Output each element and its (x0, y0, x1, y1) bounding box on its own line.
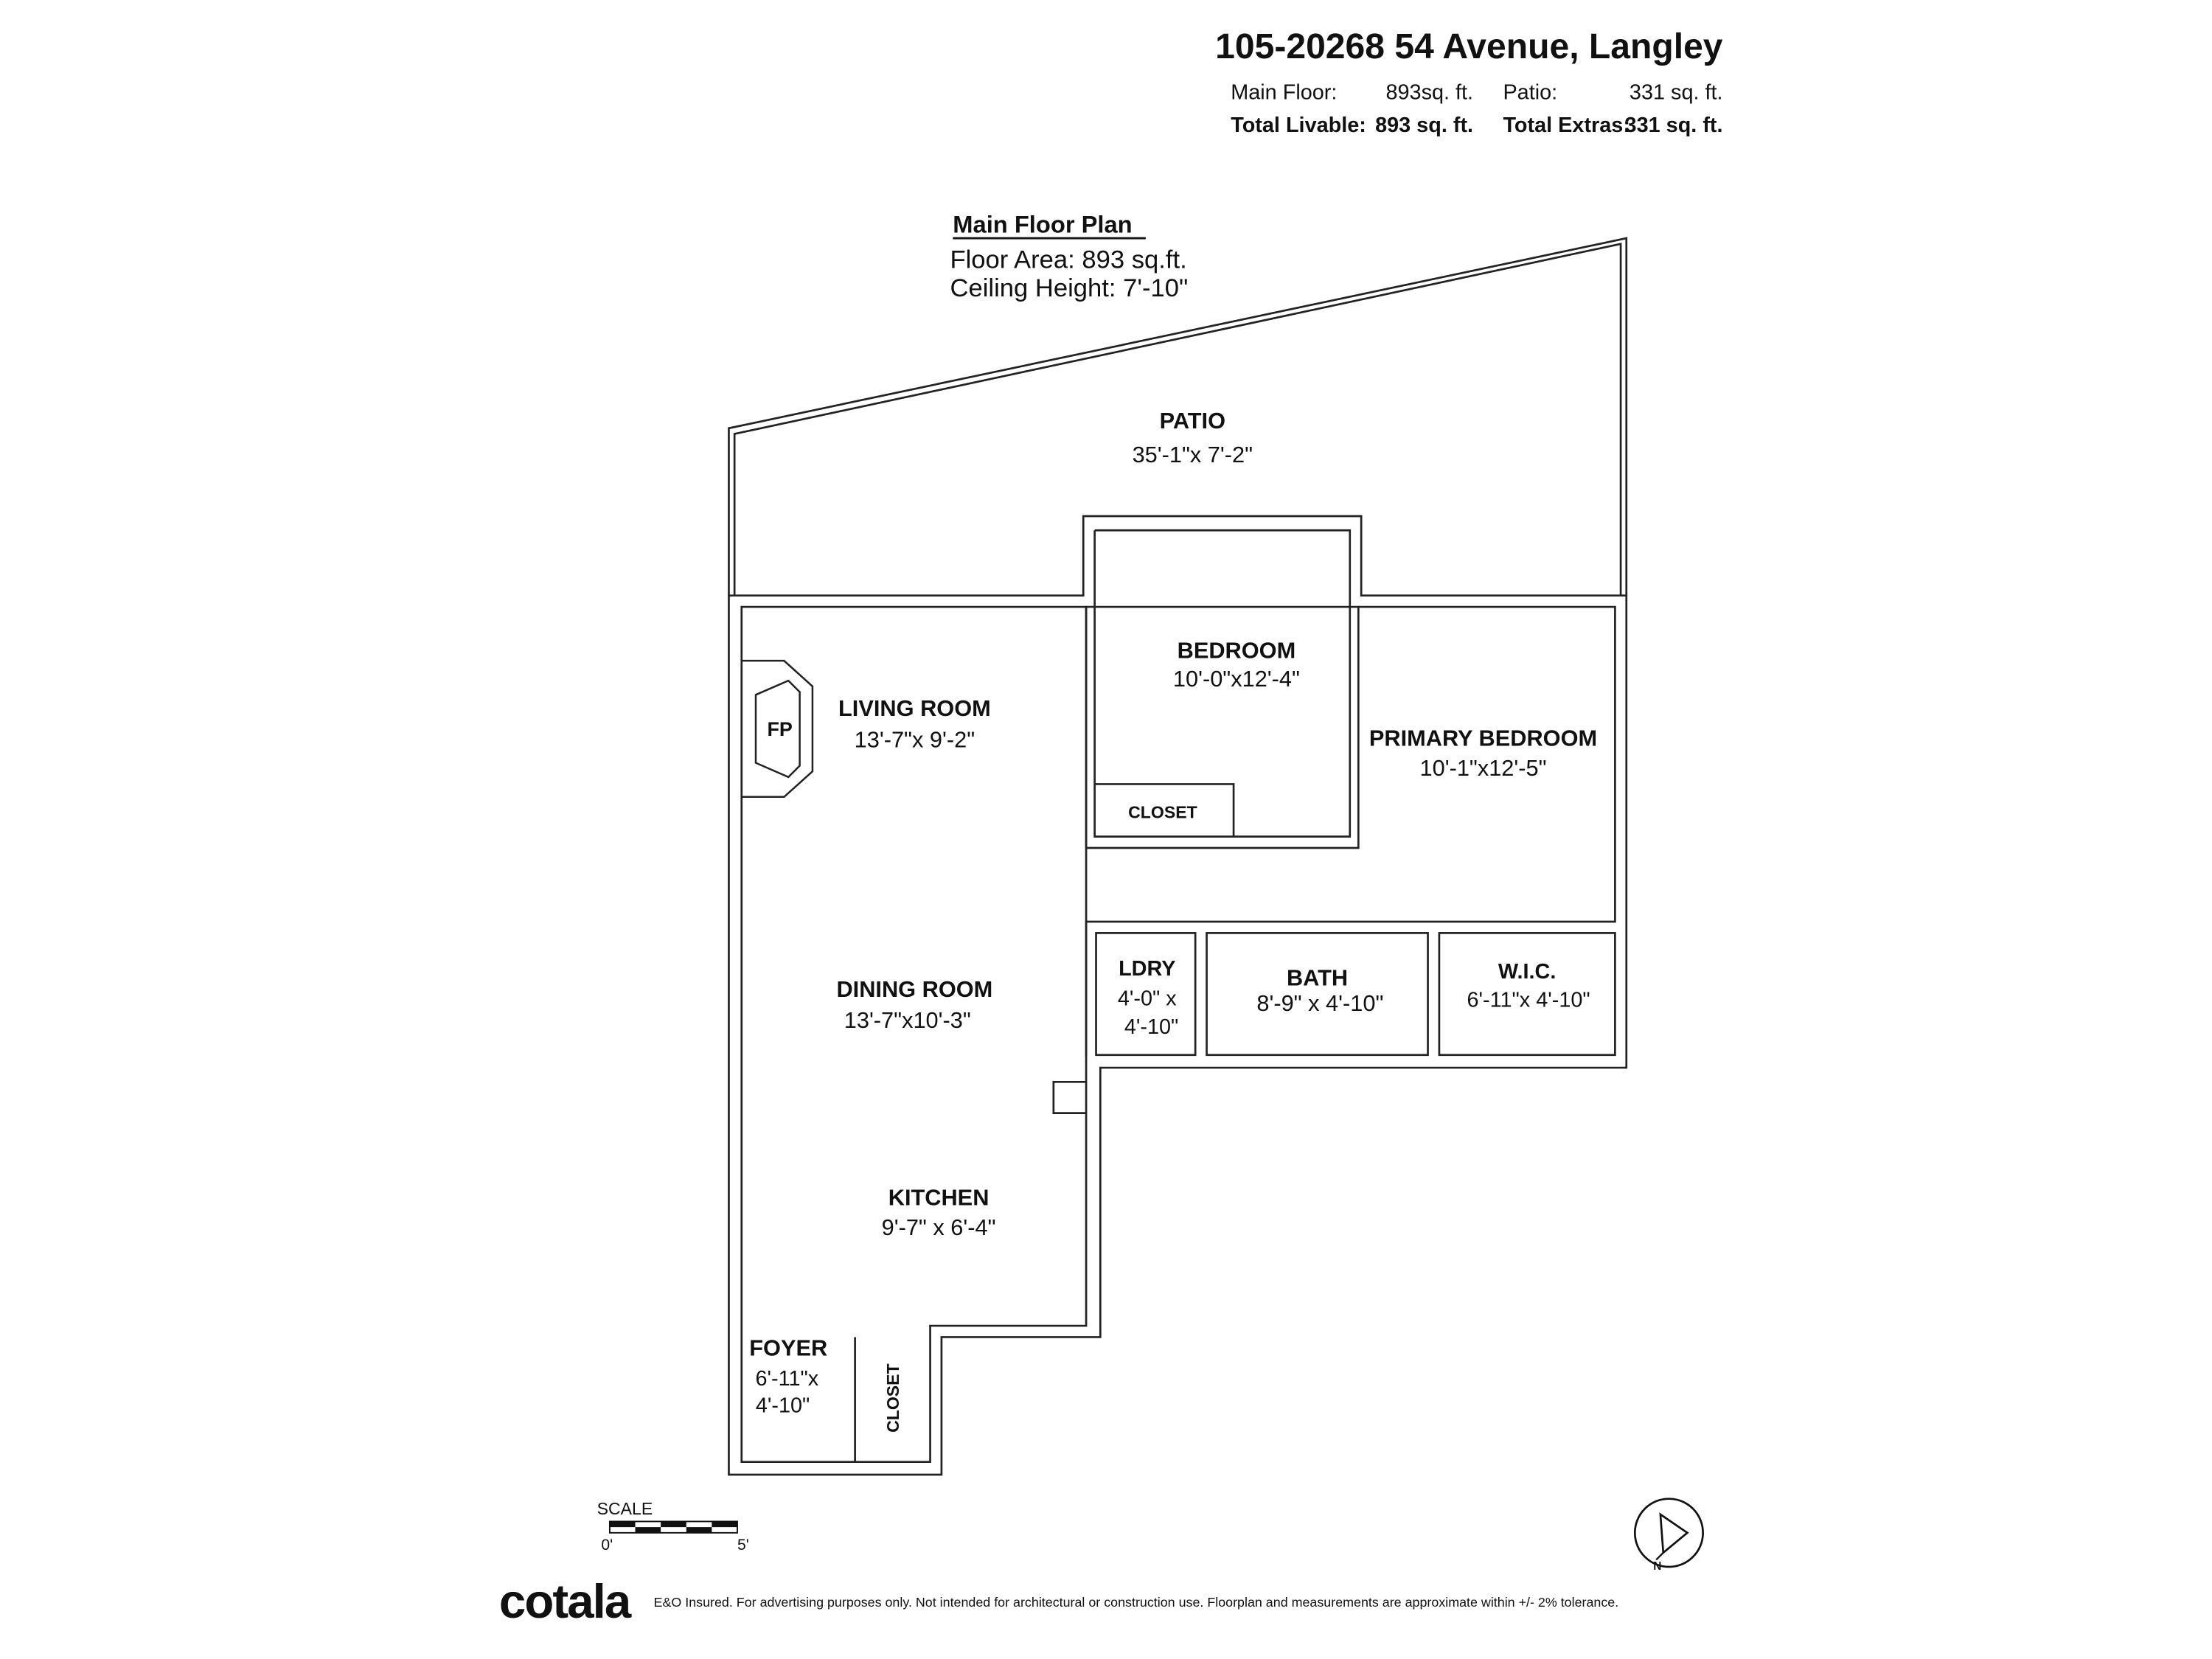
disclaimer: E&O Insured. For advertising purposes on… (654, 1595, 1619, 1610)
walls (728, 237, 1628, 1476)
kitchen-dims: 9'-7" x 6'-4" (882, 1214, 996, 1240)
patio-label: Patio: (1503, 81, 1557, 105)
foyer-name: FOYER (749, 1335, 827, 1360)
dining-room-dims: 13'-7"x10'-3" (844, 1007, 971, 1033)
primary-bedroom-dims: 10'-1"x12'-5" (1420, 755, 1547, 781)
patio-outline-inner (733, 243, 1622, 596)
bath-dims: 8'-9" x 4'-10" (1256, 990, 1383, 1016)
ceiling-height: Ceiling Height: 7'-10" (950, 274, 1188, 302)
scale-bar-checker (609, 1521, 737, 1533)
north-compass: N (1633, 1498, 1704, 1573)
laundry-name: LDRY (1119, 957, 1175, 981)
total-livable-value: 893 sq. ft. (1375, 114, 1473, 137)
bath-wall (1206, 932, 1429, 1057)
room-labels: PATIO 35'-1"x 7'-2" BEDROOM 10'-0"x12'-4… (749, 408, 1597, 1433)
scale-bar: SCALE 0' 5' (597, 1499, 749, 1554)
living-room-dims: 13'-7"x 9'-2" (855, 726, 975, 752)
property-address: 105-20268 54 Avenue, Langley (1215, 27, 1723, 66)
wic-wall (1438, 932, 1616, 1057)
primary-bedroom-wall (1085, 605, 1616, 1057)
wic-dims: 6'-11"x 4'-10" (1467, 988, 1590, 1012)
patio-name: PATIO (1160, 408, 1225, 434)
bedroom-closet-label: CLOSET (1128, 803, 1197, 822)
dining-room-name: DINING ROOM (836, 976, 992, 1002)
bath-name: BATH (1287, 965, 1348, 991)
total-extras-label: Total Extras: (1503, 114, 1630, 137)
foyer-closet-label: CLOSET (883, 1363, 902, 1433)
floor-area: Floor Area: 893 sq.ft. (950, 246, 1186, 274)
compass-north-label: N (1653, 1560, 1661, 1573)
total-extras-value: 331 sq. ft. (1625, 114, 1723, 137)
header: 105-20268 54 Avenue, Langley Main Floor:… (1215, 27, 1723, 137)
footer: cotala E&O Insured. For advertising purp… (499, 1574, 1618, 1628)
primary-bedroom-name: PRIMARY BEDROOM (1369, 726, 1597, 751)
main-floor-label: Main Floor: (1231, 81, 1337, 105)
foyer-dims-line2: 4'-10" (756, 1394, 810, 1417)
bedroom-name: BEDROOM (1178, 637, 1296, 663)
fireplace-box (754, 679, 801, 779)
bedroom-inner-wall (1093, 529, 1352, 838)
bedroom-dims: 10'-0"x12'-4" (1173, 666, 1300, 692)
plan-title-block: Main Floor Plan Floor Area: 893 sq.ft. C… (950, 210, 1188, 302)
laundry-dims-line1: 4'-0" x (1118, 987, 1177, 1010)
patio-value: 331 sq. ft. (1630, 81, 1723, 105)
total-livable-label: Total Livable: (1231, 114, 1366, 137)
patio-dims: 35'-1"x 7'-2" (1133, 442, 1253, 467)
kitchen-name: KITCHEN (888, 1185, 990, 1211)
bedroom-closet-wall (1094, 783, 1235, 837)
exterior-wall-outer (728, 515, 1628, 1476)
fireplace-hearth (740, 659, 814, 799)
living-room-name: LIVING ROOM (838, 695, 991, 721)
wic-name: W.I.C. (1498, 960, 1556, 984)
compass-tick (1655, 1551, 1664, 1561)
patio-outline-outer (728, 237, 1628, 596)
compass-circle (1633, 1498, 1704, 1568)
main-floor-value: 893sq. ft. (1385, 81, 1473, 105)
plan-title: Main Floor Plan (953, 210, 1132, 237)
bedroom-block-wall (1085, 605, 1360, 849)
scale-end: 5' (737, 1537, 749, 1554)
scale-label: SCALE (597, 1499, 653, 1518)
laundry-wall (1095, 932, 1197, 1057)
scale-start: 0' (601, 1537, 613, 1554)
compass-arrow-icon (1659, 1512, 1689, 1555)
laundry-dims-line2: 4'-10" (1124, 1015, 1178, 1039)
brand-logo: cotala (499, 1574, 632, 1628)
foyer-dims-line1: 6'-11"x (755, 1367, 818, 1391)
fireplace: FP (740, 659, 814, 799)
fireplace-label: FP (767, 718, 792, 740)
